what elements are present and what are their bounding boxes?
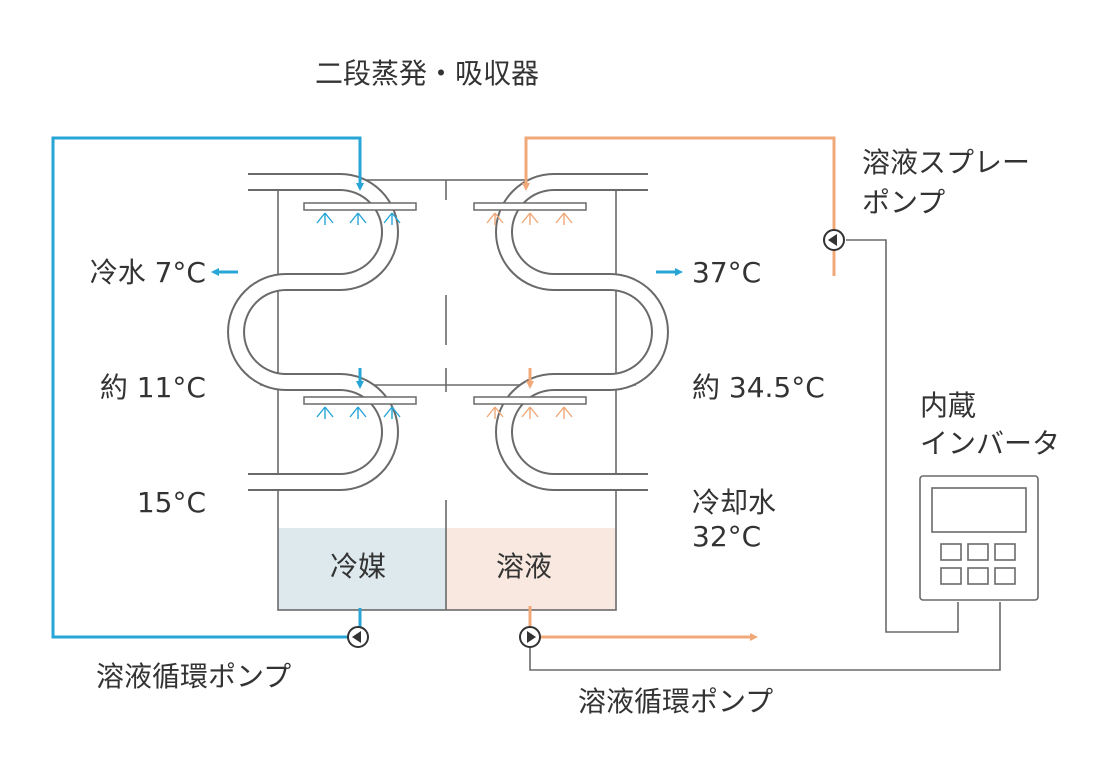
inverter-label: 内蔵 [920,389,977,422]
chilled-water-mid-label: 約 11°C [99,371,206,404]
inverter-unit-icon [919,475,1039,601]
refrigerant-sprayer-mid [303,396,417,405]
spray-pump-label: 溶液スプレー [862,146,1031,179]
inverter-wire-spray [846,239,959,633]
solution-spray-line [522,136,836,276]
spray-fans-blue-mid [316,406,401,419]
spray-pump-label-2: ポンプ [862,186,946,219]
cooling-water-in-label: 冷却水 [692,486,777,519]
chilled-water-in-label: 15°C [136,486,206,519]
refrigerant-tank-label: 冷媒 [330,550,387,583]
solution-sprayer-mid [473,396,587,405]
refrigerant-sprayer-top [303,202,417,211]
spray-fans-orange-mid [486,406,573,419]
spray-fans-orange-top [486,212,573,225]
solution-tank [446,528,616,610]
solution-sprayer-top [473,202,587,211]
chilled-water-out-label: 冷水 7°C [89,256,206,289]
left-circ-pump-icon [347,626,369,648]
cooling-water-in-temp: 32°C [692,520,762,553]
left-circ-pump-label: 溶液循環ポンプ [96,660,292,693]
spray-pump-icon [823,229,845,251]
right-tube-coil [495,173,669,491]
refrigerant-tank [278,528,446,610]
diagram-title: 二段蒸発・吸収器 [315,57,540,90]
cooling-water-out-label: 37°C [692,256,762,289]
right-circ-pump-label: 溶液循環ポンプ [578,685,774,718]
right-circ-pump-icon [519,626,541,648]
vessel-outline [277,179,617,611]
cooling-water-mid-label: 約 34.5°C [692,371,825,404]
spray-fans-blue-top [316,212,401,225]
inverter-wire-circ [529,602,1001,671]
inverter-label-2: インバータ [920,427,1061,460]
solution-tank-label: 溶液 [496,550,553,583]
left-tube-coil [227,173,399,491]
